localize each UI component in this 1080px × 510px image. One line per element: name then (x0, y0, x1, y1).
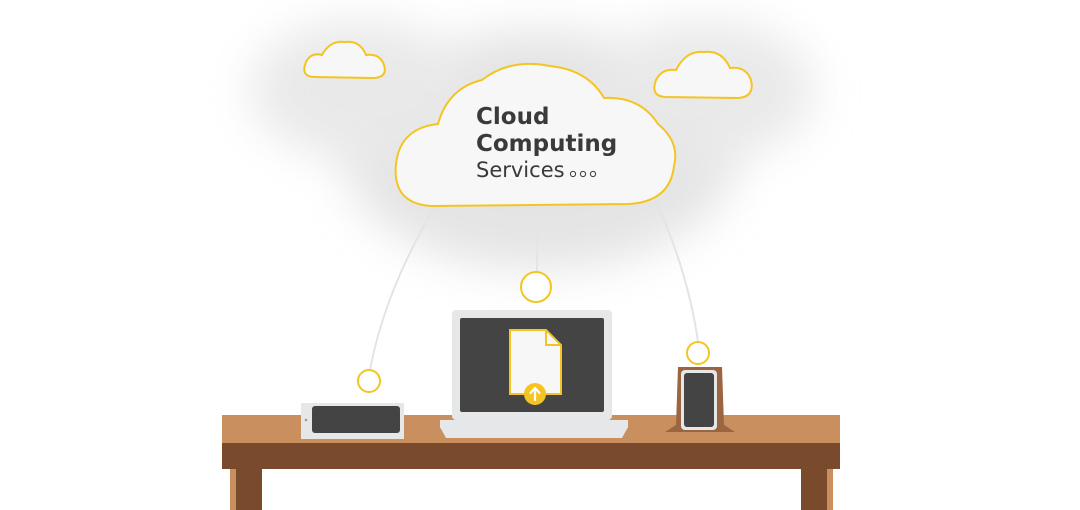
tablet (301, 403, 404, 439)
ellipsis-dots (569, 170, 597, 178)
cloud-title-line3: Services (476, 158, 565, 182)
node-circle-phone (686, 341, 710, 365)
upload-arrow-icon (524, 383, 546, 405)
laptop (440, 310, 628, 438)
connection-line-phone (651, 191, 699, 343)
small-cloud-right (653, 50, 753, 100)
node-circle-tablet (357, 369, 381, 393)
node-circle-laptop (520, 271, 552, 303)
connection-line-tablet (369, 204, 437, 371)
phone-screen (684, 373, 714, 427)
main-cloud: Cloud Computing Services (394, 62, 677, 208)
desk-apron (222, 443, 840, 469)
tablet-screen (312, 406, 400, 433)
small-cloud-left (303, 40, 386, 80)
desk-leg-right (801, 469, 827, 510)
laptop-base (440, 427, 628, 438)
cloud-title-line2: Computing (476, 131, 617, 157)
document-icon (509, 329, 562, 395)
desk-leg-left (236, 469, 262, 510)
connection-lines (369, 191, 699, 371)
connection-line-laptop (536, 204, 539, 273)
phone-on-stand (665, 367, 735, 432)
cloud-title-line1: Cloud (476, 104, 549, 130)
